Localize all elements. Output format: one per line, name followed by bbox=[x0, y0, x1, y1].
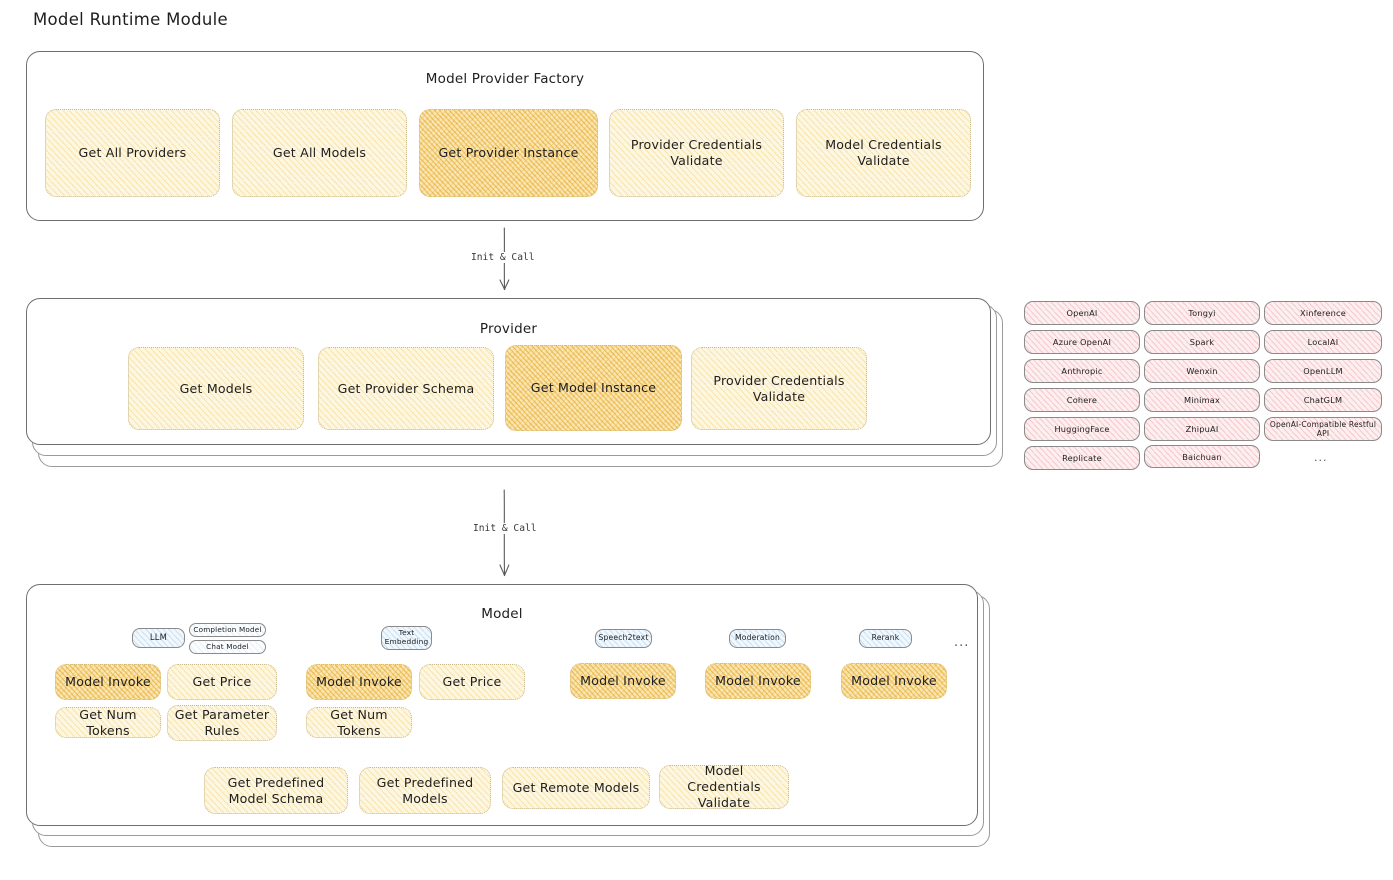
model-type-tag-text-embedding[interactable]: Text Embedding bbox=[381, 626, 432, 650]
model-type-tag-rerank[interactable]: Rerank bbox=[859, 629, 912, 648]
provider-pill-openai-compatible-restful-api[interactable]: OpenAI-Compatible Restful API bbox=[1264, 417, 1382, 441]
llm-method-get-num-tokens[interactable]: Get Num Tokens bbox=[55, 707, 161, 738]
factory-method-get-all-providers[interactable]: Get All Providers bbox=[45, 109, 220, 197]
model-shared-method-get-remote-models[interactable]: Get Remote Models bbox=[502, 767, 650, 809]
provider-pill-spark[interactable]: Spark bbox=[1144, 330, 1260, 354]
section-title-factory: Model Provider Factory bbox=[425, 71, 585, 87]
section-model: Model LLM Completion Model Chat Model Te… bbox=[26, 584, 978, 826]
provider-pill-replicate[interactable]: Replicate bbox=[1024, 446, 1140, 470]
provider-pill-azure-openai[interactable]: Azure OpenAI bbox=[1024, 330, 1140, 354]
provider-pill-cohere[interactable]: Cohere bbox=[1024, 388, 1140, 412]
provider-pill-openllm[interactable]: OpenLLM bbox=[1264, 359, 1382, 383]
llm-method-get-price[interactable]: Get Price bbox=[167, 664, 277, 700]
text-embedding-method-model-invoke[interactable]: Model Invoke bbox=[306, 664, 412, 700]
provider-pill-tongyi[interactable]: Tongyi bbox=[1144, 301, 1260, 325]
provider-pill-huggingface[interactable]: HuggingFace bbox=[1024, 417, 1140, 441]
factory-method-model-credentials-validate[interactable]: Model Credentials Validate bbox=[796, 109, 971, 197]
model-subtype-tag-chat-model[interactable]: Chat Model bbox=[189, 640, 266, 654]
provider-pill-zhipuai[interactable]: ZhipuAI bbox=[1144, 417, 1260, 441]
provider-pill-openai[interactable]: OpenAI bbox=[1024, 301, 1140, 325]
text-embedding-method-get-num-tokens[interactable]: Get Num Tokens bbox=[306, 707, 412, 738]
provider-method-provider-credentials-validate[interactable]: Provider Credentials Validate bbox=[691, 347, 867, 430]
section-title-provider: Provider bbox=[479, 321, 538, 337]
section-title-model: Model bbox=[481, 606, 523, 622]
llm-method-model-invoke[interactable]: Model Invoke bbox=[55, 664, 161, 700]
moderation-method-model-invoke[interactable]: Model Invoke bbox=[705, 663, 811, 699]
factory-method-get-provider-instance[interactable]: Get Provider Instance bbox=[419, 109, 598, 197]
model-subtype-tag-completion-model[interactable]: Completion Model bbox=[189, 623, 266, 637]
model-shared-method-get-predefined-models[interactable]: Get Predefined Models bbox=[359, 767, 491, 814]
provider-pill-anthropic[interactable]: Anthropic bbox=[1024, 359, 1140, 383]
model-type-tag-llm[interactable]: LLM bbox=[132, 628, 185, 648]
arrow-provider-to-model bbox=[496, 489, 516, 582]
arrow-label-init-and-call-2: Init & Call bbox=[470, 523, 540, 534]
section-model-provider-factory: Model Provider Factory Get All Providers… bbox=[26, 51, 984, 221]
provider-pill-xinference[interactable]: Xinference bbox=[1264, 301, 1382, 325]
model-types-more: ... bbox=[954, 635, 970, 650]
model-shared-method-model-credentials-validate[interactable]: Model Credentials Validate bbox=[659, 763, 789, 810]
provider-method-get-models[interactable]: Get Models bbox=[128, 347, 304, 430]
model-type-tag-speech2text[interactable]: Speech2text bbox=[595, 629, 652, 648]
model-type-tag-moderation[interactable]: Moderation bbox=[729, 629, 786, 648]
speech2text-method-model-invoke[interactable]: Model Invoke bbox=[570, 663, 676, 699]
arrow-label-init-and-call-1: Init & Call bbox=[468, 252, 538, 263]
provider-pill-baichuan[interactable]: Baichuan bbox=[1144, 445, 1260, 468]
provider-pill-wenxin[interactable]: Wenxin bbox=[1144, 359, 1260, 383]
section-provider: Provider Get Models Get Provider Schema … bbox=[26, 298, 991, 445]
llm-method-get-parameter-rules[interactable]: Get Parameter Rules bbox=[167, 705, 277, 741]
page-title: Model Runtime Module bbox=[33, 10, 228, 29]
provider-method-get-provider-schema[interactable]: Get Provider Schema bbox=[318, 347, 494, 430]
rerank-method-model-invoke[interactable]: Model Invoke bbox=[841, 663, 947, 699]
factory-method-provider-credentials-validate[interactable]: Provider Credentials Validate bbox=[609, 109, 784, 197]
text-embedding-method-get-price[interactable]: Get Price bbox=[419, 664, 525, 700]
provider-list: OpenAI Azure OpenAI Anthropic Cohere Hug… bbox=[1024, 300, 1384, 475]
provider-pill-localai[interactable]: LocalAI bbox=[1264, 330, 1382, 354]
provider-pill-chatglm[interactable]: ChatGLM bbox=[1264, 388, 1382, 412]
factory-method-get-all-models[interactable]: Get All Models bbox=[232, 109, 407, 197]
provider-list-more: ... bbox=[1314, 451, 1328, 464]
provider-pill-minimax[interactable]: Minimax bbox=[1144, 388, 1260, 412]
provider-method-get-model-instance[interactable]: Get Model Instance bbox=[505, 345, 682, 431]
model-shared-method-get-predefined-model-schema[interactable]: Get Predefined Model Schema bbox=[204, 767, 348, 814]
